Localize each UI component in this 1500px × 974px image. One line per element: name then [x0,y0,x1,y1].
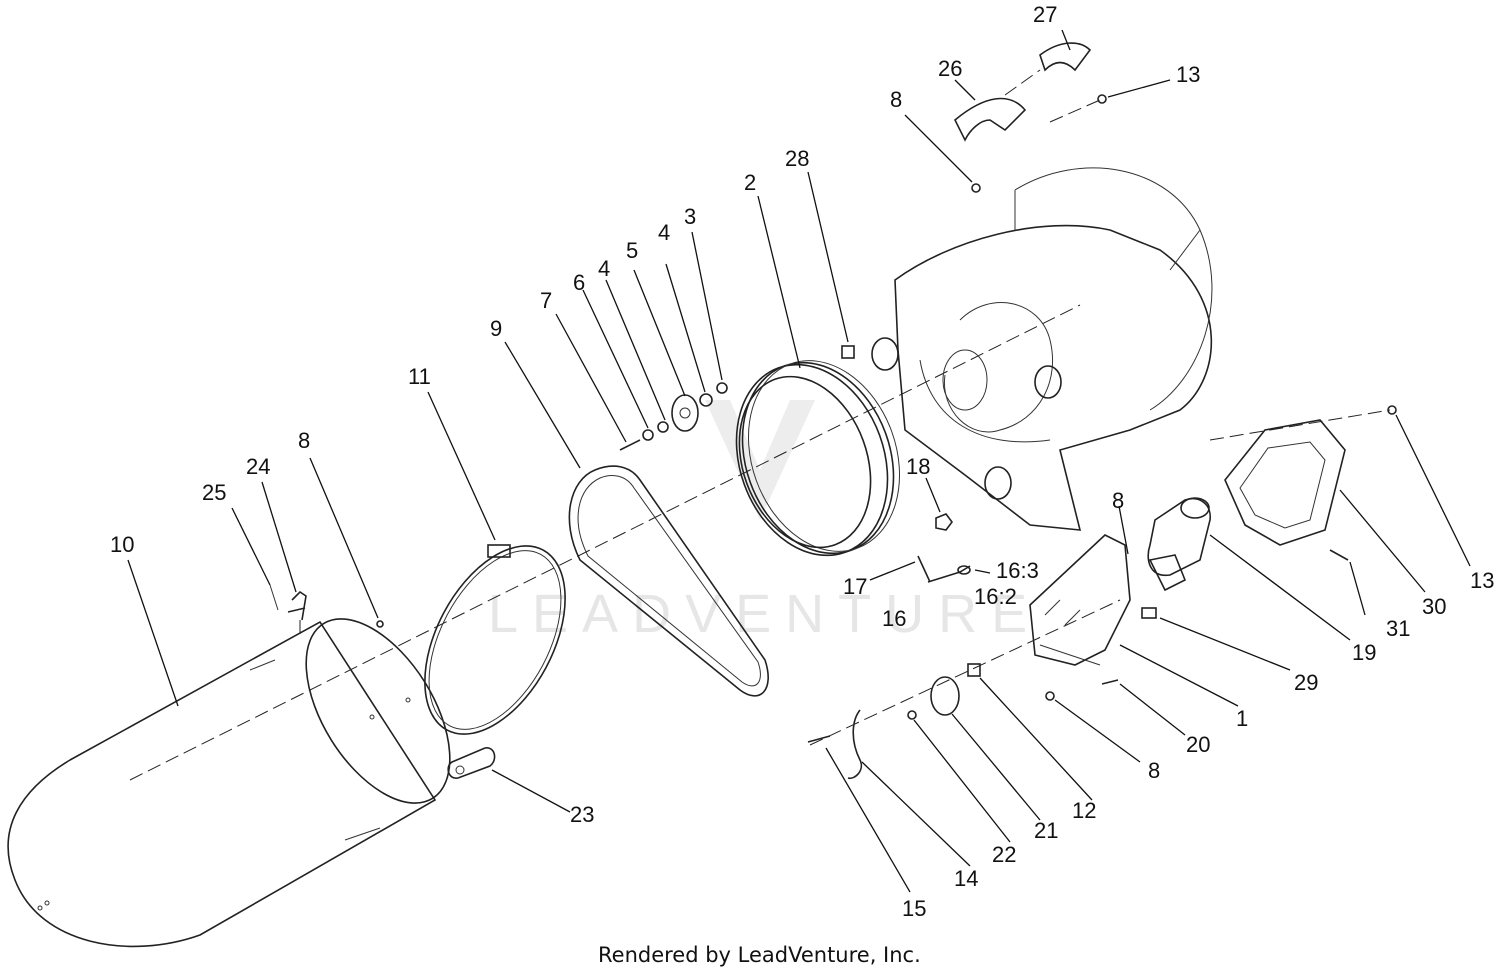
callout-12: 12 [1072,798,1096,823]
callout-3: 3 [684,204,696,229]
bolt-12 [967,663,981,677]
callout-23: 23 [570,802,594,827]
watermark: LEADVENTURE [488,400,1041,644]
idler-pulley-21 [930,676,960,716]
callout-6: 6 [573,270,585,295]
lower-axis [809,599,1121,746]
callout-2: 2 [744,170,756,195]
nut-8-top [971,183,981,193]
nut-8-tube [376,620,384,628]
callout-29: 29 [1294,670,1318,695]
clip-29 [1141,607,1157,619]
motor [1147,497,1211,592]
impeller-housing [871,167,1213,531]
callout-18: 18 [906,454,930,479]
callout-9: 9 [490,316,502,341]
callout-16-3: 16:3 [996,558,1039,583]
linkage-16 [917,555,971,583]
callout-31: 31 [1386,616,1410,641]
callout-19: 19 [1352,640,1376,665]
bolt-28 [841,345,855,359]
callouts: 27 26 13 8 28 2 3 4 5 4 6 7 9 11 8 24 25… [110,2,1494,921]
callout-15: 15 [902,896,926,921]
screw-20 [1101,679,1119,685]
callout-24: 24 [246,454,270,479]
callout-16: 16 [882,606,906,631]
footer-credit: Rendered by LeadVenture, Inc. [598,943,921,967]
watermark-text: LEADVENTURE [488,584,1041,644]
nut-22 [907,710,917,720]
callout-10: 10 [110,532,134,557]
discharge-tube [7,618,451,948]
callout-13: 13 [1470,568,1494,593]
screw-31 [1329,549,1349,561]
callout-20: 20 [1186,732,1210,757]
callout-8: 8 [1148,758,1160,783]
callout-14: 14 [954,866,978,891]
callout-30: 30 [1422,594,1446,619]
callout-13: 13 [1176,62,1200,87]
callout-22: 22 [992,842,1016,867]
mount-bracket [1029,534,1131,666]
callout-8: 8 [890,87,902,112]
large-pulley [735,360,901,557]
handle-bracket [269,584,307,640]
belt [568,465,769,697]
callout-5: 5 [626,238,638,263]
shield-parts [954,42,1107,142]
clamp-ring [424,544,566,735]
leader-lines [127,29,1471,893]
sleeve [447,747,496,779]
hardware-stack [619,382,728,451]
explode-axis [129,304,1081,781]
nut-8-bottom [1045,691,1055,701]
callout-8: 8 [298,428,310,453]
callout-4: 4 [658,220,670,245]
callout-16-2: 16:2 [974,584,1017,609]
callout-7: 7 [540,288,552,313]
callout-17: 17 [843,574,867,599]
callout-26: 26 [938,56,962,81]
motor-cover [1209,405,1397,546]
callout-8: 8 [1112,488,1124,513]
callout-27: 27 [1033,2,1057,27]
callout-25: 25 [202,480,226,505]
callout-1: 1 [1236,706,1248,731]
callout-21: 21 [1034,818,1058,843]
callout-11: 11 [408,364,431,389]
bolt-15 [807,735,831,743]
spring-14 [847,709,863,780]
callout-28: 28 [785,146,809,171]
nut-18 [935,513,953,531]
callout-4: 4 [598,256,610,281]
